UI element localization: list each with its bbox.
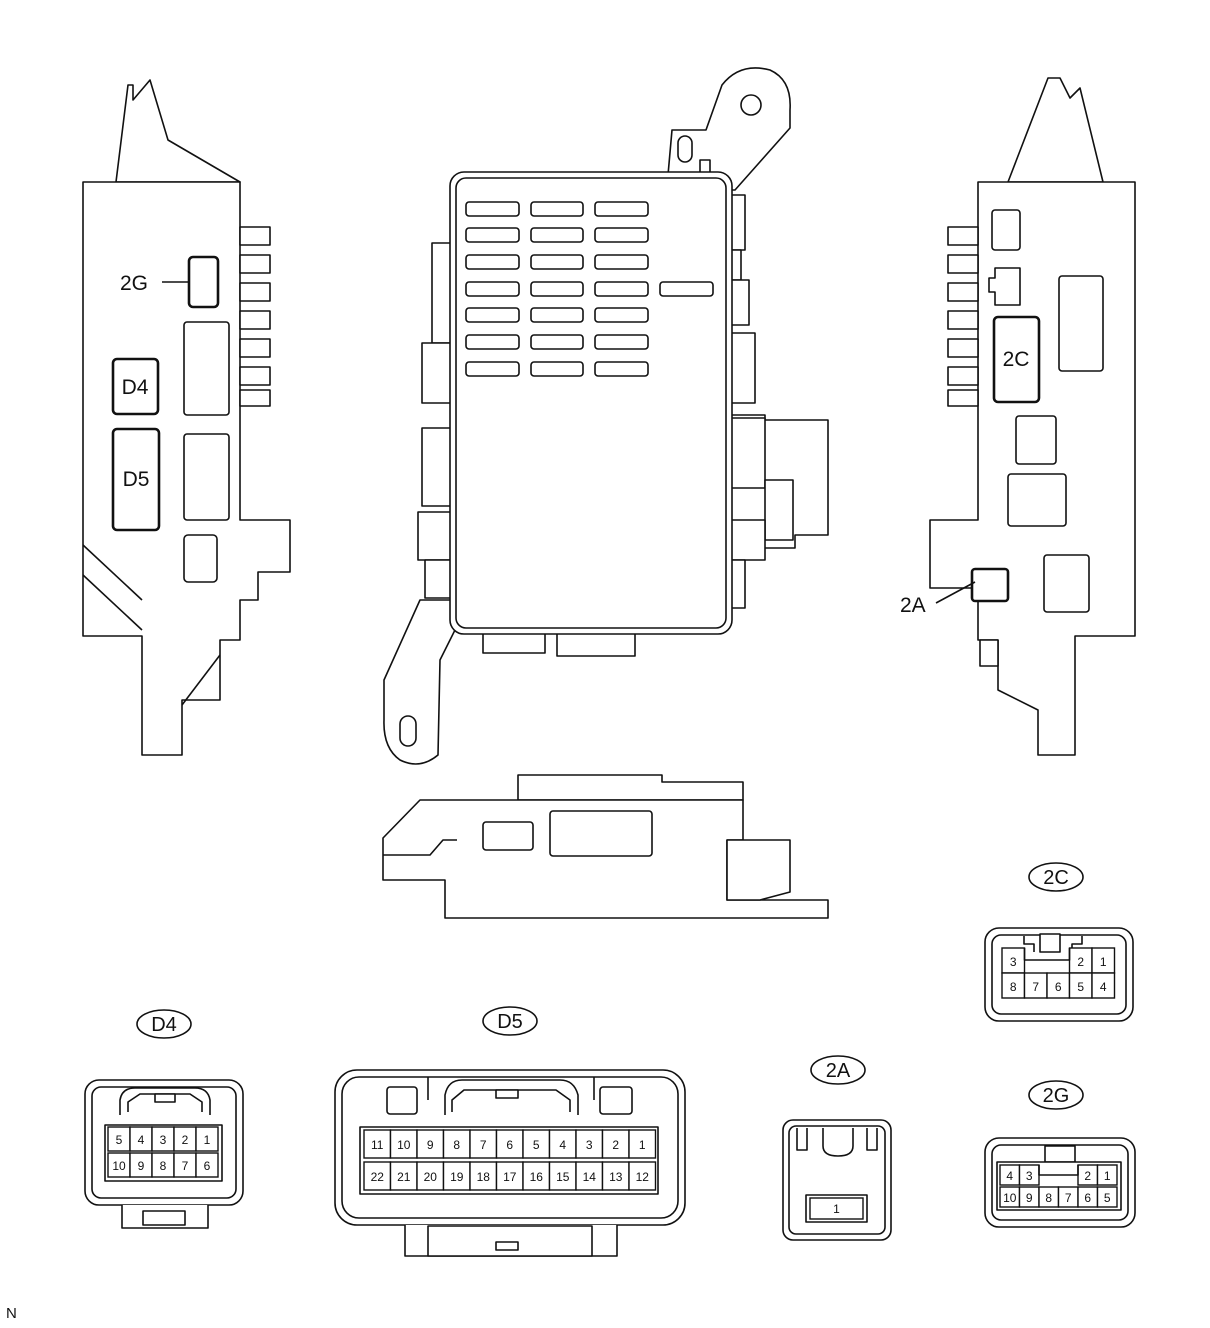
2c-pin: 8 <box>1010 980 1017 994</box>
d5-pin: 1 <box>639 1138 646 1152</box>
2g-pin: 10 <box>1003 1191 1017 1205</box>
2g-pin: 3 <box>1026 1169 1033 1183</box>
d5-pin: 8 <box>453 1138 460 1152</box>
d5-pin: 19 <box>450 1170 464 1184</box>
front-view <box>383 67 829 765</box>
d5-pin: 17 <box>503 1170 517 1184</box>
d4-pin: 8 <box>160 1159 167 1173</box>
2c-pin: 2 <box>1077 955 1084 969</box>
corner-mark: N <box>6 1305 17 1322</box>
connector-2g-label: 2G <box>1043 1085 1070 1107</box>
d4-pin: 10 <box>112 1159 126 1173</box>
2c-pin: 4 <box>1100 980 1107 994</box>
d4-pin: 5 <box>116 1133 123 1147</box>
right-side-view: 2C 2A <box>900 77 1136 756</box>
connector-2g: 2G 4 3 2 1 10 9 8 7 6 5 <box>984 1080 1136 1228</box>
d5-pin: 18 <box>477 1170 491 1184</box>
d5-pin: 4 <box>559 1138 566 1152</box>
socket-d4 <box>111 357 160 416</box>
connector-d5: D5 11 10 9 <box>334 1006 686 1257</box>
socket-2a <box>970 567 1010 603</box>
2g-pin: 4 <box>1006 1169 1013 1183</box>
callout-d4: D4 <box>122 376 149 399</box>
d5-pin: 9 <box>427 1138 434 1152</box>
2g-pin: 7 <box>1065 1191 1072 1205</box>
2g-pin: 8 <box>1045 1191 1052 1205</box>
connector-2c: 2C 3 2 1 8 7 6 5 4 <box>984 862 1134 1022</box>
connector-d5-label: D5 <box>497 1011 523 1033</box>
socket-2c <box>992 315 1041 404</box>
d5-pin: 6 <box>506 1138 513 1152</box>
connector-d4-label: D4 <box>151 1014 177 1036</box>
2g-pin: 2 <box>1084 1169 1091 1183</box>
2g-pin: 1 <box>1104 1169 1111 1183</box>
d4-pin: 7 <box>182 1159 189 1173</box>
d5-pin: 7 <box>480 1138 487 1152</box>
d4-pin: 6 <box>204 1159 211 1173</box>
d5-pin: 3 <box>586 1138 593 1152</box>
d5-pin: 22 <box>371 1170 385 1184</box>
d5-pin: 21 <box>397 1170 411 1184</box>
d5-pin: 20 <box>424 1170 438 1184</box>
d5-pin: 10 <box>397 1138 411 1152</box>
d5-pin: 14 <box>583 1170 597 1184</box>
2g-pin: 9 <box>1026 1191 1033 1205</box>
callout-2a: 2A <box>900 594 926 617</box>
callout-2g: 2G <box>120 272 148 295</box>
d4-pin: 4 <box>138 1133 145 1147</box>
callout-2c: 2C <box>1003 348 1030 371</box>
2c-pin: 3 <box>1010 955 1017 969</box>
socket-d5 <box>111 427 161 532</box>
d5-pin: 16 <box>530 1170 544 1184</box>
d5-pin: 13 <box>609 1170 623 1184</box>
2c-pin: 7 <box>1032 980 1039 994</box>
2c-pin: 1 <box>1100 955 1107 969</box>
d5-pin: 11 <box>371 1138 384 1152</box>
connector-2c-label: 2C <box>1043 867 1069 889</box>
d4-pin: 1 <box>204 1133 211 1147</box>
connector-d4: D4 5 4 3 2 1 10 9 8 7 6 <box>84 1009 244 1229</box>
2a-pin: 1 <box>833 1202 840 1216</box>
bottom-view <box>382 774 829 919</box>
2c-pin: 5 <box>1077 980 1084 994</box>
connector-2a-label: 2A <box>826 1060 851 1082</box>
2g-pin: 5 <box>1104 1191 1111 1205</box>
left-side-view: 2G D4 D5 <box>82 79 291 756</box>
d5-pin: 15 <box>556 1170 570 1184</box>
d4-pin: 3 <box>160 1133 167 1147</box>
callout-d5: D5 <box>123 468 150 491</box>
d5-pin: 2 <box>612 1138 619 1152</box>
socket-2g <box>187 255 220 309</box>
2g-pin: 6 <box>1084 1191 1091 1205</box>
d4-pin: 9 <box>138 1159 145 1173</box>
d5-pin: 5 <box>533 1138 540 1152</box>
d4-pin: 2 <box>182 1133 189 1147</box>
2c-pin: 6 <box>1055 980 1062 994</box>
connector-2a: 2A 1 <box>782 1055 892 1241</box>
d5-pin: 12 <box>636 1170 650 1184</box>
